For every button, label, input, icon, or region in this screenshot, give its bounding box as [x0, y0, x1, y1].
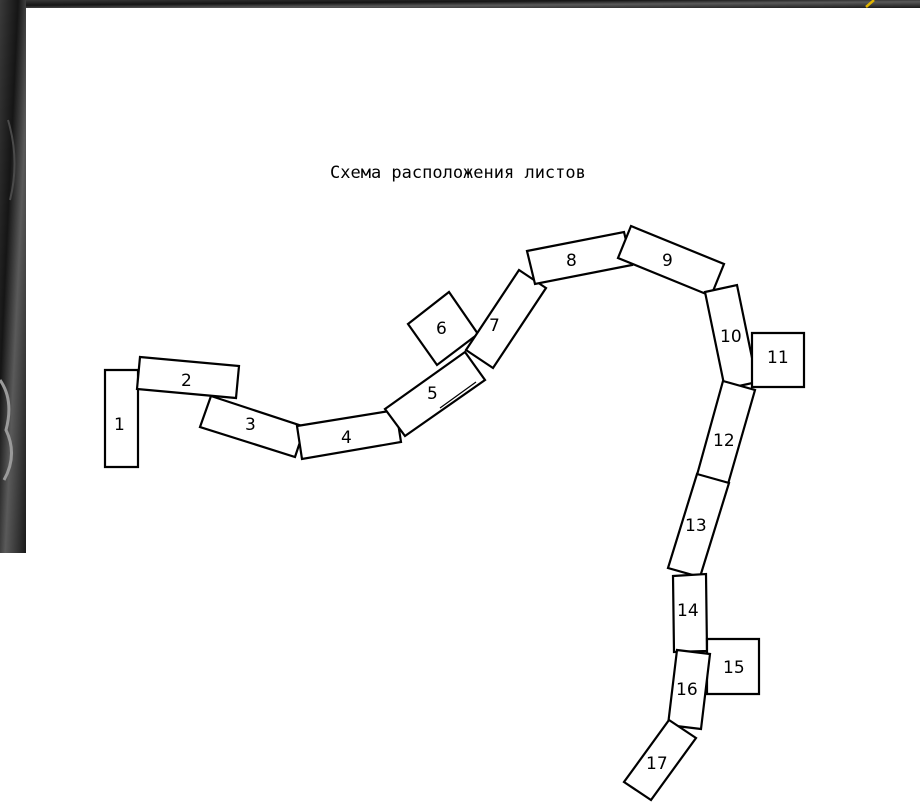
sheet-11[interactable]: 11	[752, 333, 804, 387]
sheet-6-label: 6	[436, 319, 447, 339]
sheet-12-label: 12	[713, 431, 735, 451]
sheet-3-label: 3	[245, 415, 256, 435]
sheet-10-label: 10	[720, 327, 742, 347]
sheet-15[interactable]: 15	[707, 639, 759, 694]
sheet-4-label: 4	[341, 428, 352, 448]
sheet-8-label: 8	[566, 251, 577, 271]
sheet-14-label: 14	[677, 601, 699, 621]
sheet-13-label: 13	[685, 516, 707, 536]
drawing-sheet	[26, 8, 920, 809]
sheet-1-label: 1	[114, 415, 125, 435]
sheet-15-label: 15	[723, 658, 745, 678]
sheet-2-label: 2	[181, 371, 192, 391]
sheet-11-label: 11	[767, 348, 789, 368]
diagram-title: Схема расположения листов	[330, 163, 586, 183]
sheet-14[interactable]: 14	[673, 574, 707, 652]
sheet-9-label: 9	[662, 251, 673, 271]
sheet-17-label: 17	[646, 754, 668, 774]
sheet-1[interactable]: 1	[105, 370, 138, 467]
sheet-16-label: 16	[676, 680, 698, 700]
sheet-7-label: 7	[489, 316, 500, 336]
sheet-5-label: 5	[427, 384, 438, 404]
